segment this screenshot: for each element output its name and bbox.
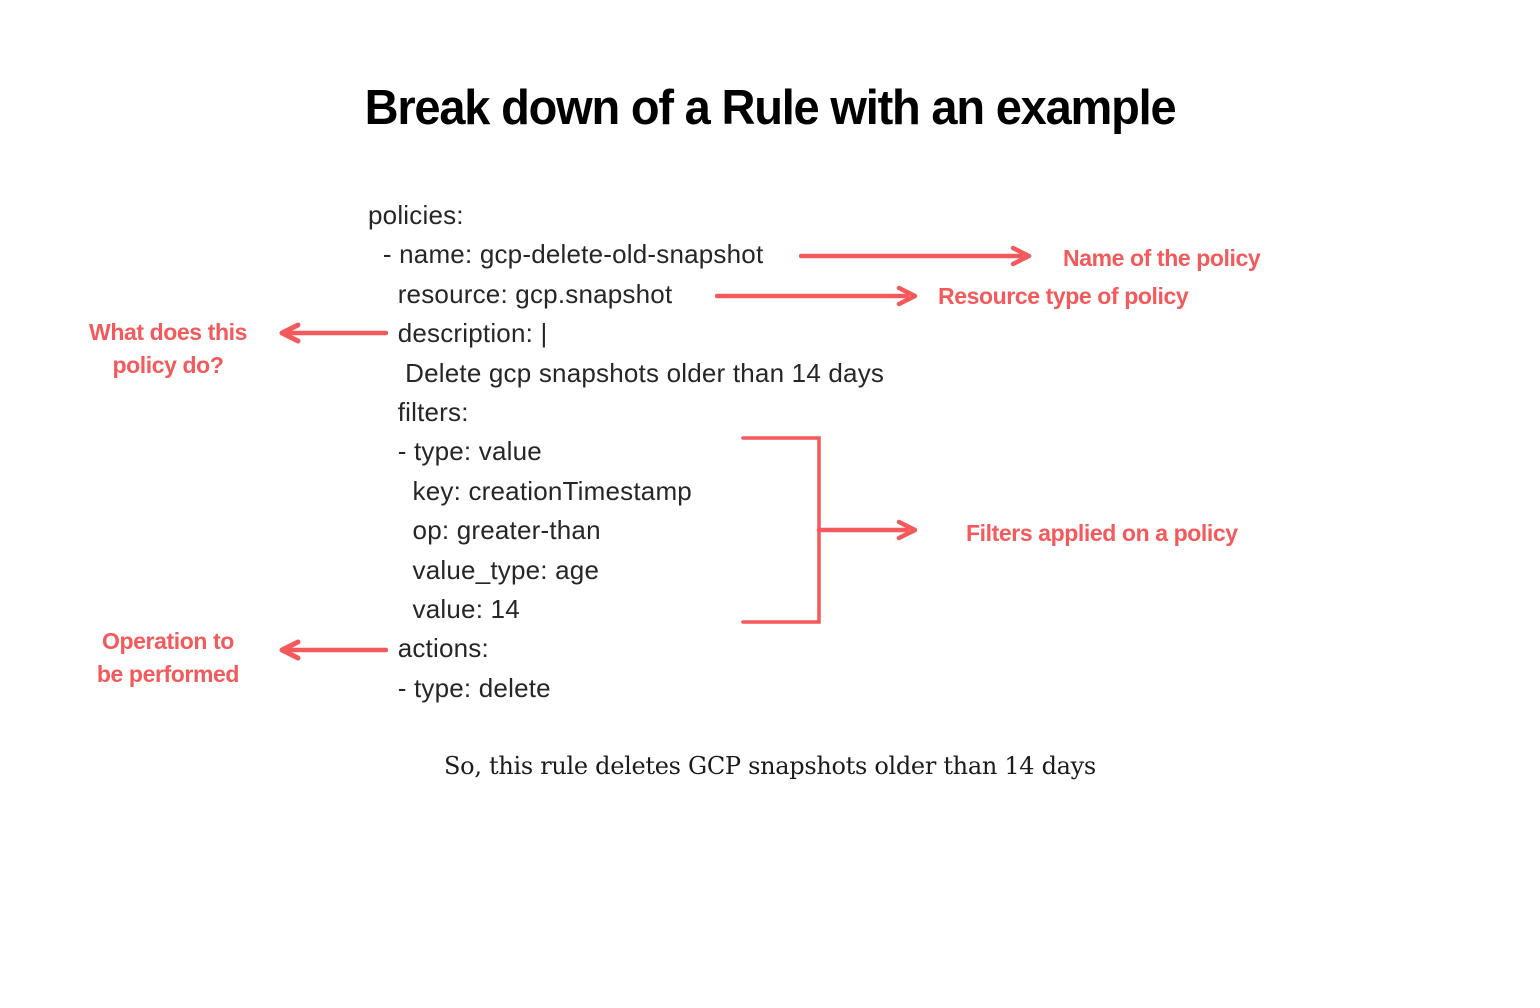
yaml-line-name: - name: gcp-delete-old-snapshot (368, 239, 764, 270)
yaml-line-filter-op: op: greater-than (368, 515, 601, 546)
resource-annotation: Resource type of policy (938, 283, 1189, 309)
arrow-right-icon (715, 285, 918, 307)
bracket-arrow-icon (741, 436, 918, 624)
description-annotation-line2: policy do? (112, 352, 224, 378)
yaml-line-filter-value-type: value_type: age (368, 554, 600, 585)
name-annotation: Name of the policy (1063, 245, 1261, 271)
yaml-line-description: description: | (368, 318, 548, 349)
yaml-line-action-type: - type: delete (368, 672, 551, 703)
arrow-right-icon (799, 245, 1032, 267)
description-annotation: What does this policy do? (58, 316, 278, 382)
yaml-line-description-text: Delete gcp snapshots older than 14 days (368, 357, 885, 388)
yaml-line-filter-value: value: 14 (368, 594, 520, 625)
description-annotation-line1: What does this (89, 319, 247, 345)
actions-annotation-line1: Operation to (102, 628, 234, 654)
actions-annotation: Operation to be performed (58, 625, 278, 691)
arrow-left-icon (279, 639, 388, 661)
yaml-line-filter-type: - type: value (368, 436, 542, 467)
yaml-line-filter-key: key: creationTimestamp (368, 475, 692, 506)
summary-caption: So, this rule deletes GCP snapshots olde… (444, 752, 1096, 780)
arrow-left-icon (279, 322, 388, 344)
yaml-code-block: policies: - name: gcp-delete-old-snapsho… (368, 196, 884, 708)
yaml-line-actions: actions: (368, 633, 489, 664)
yaml-line-filters: filters: (368, 397, 469, 428)
filters-annotation: Filters applied on a policy (966, 520, 1238, 546)
actions-annotation-line2: be performed (96, 661, 240, 687)
yaml-line-policies: policies: (368, 200, 464, 230)
page-title: Break down of a Rule with an example (364, 79, 1177, 135)
yaml-line-resource: resource: gcp.snapshot (368, 278, 673, 309)
